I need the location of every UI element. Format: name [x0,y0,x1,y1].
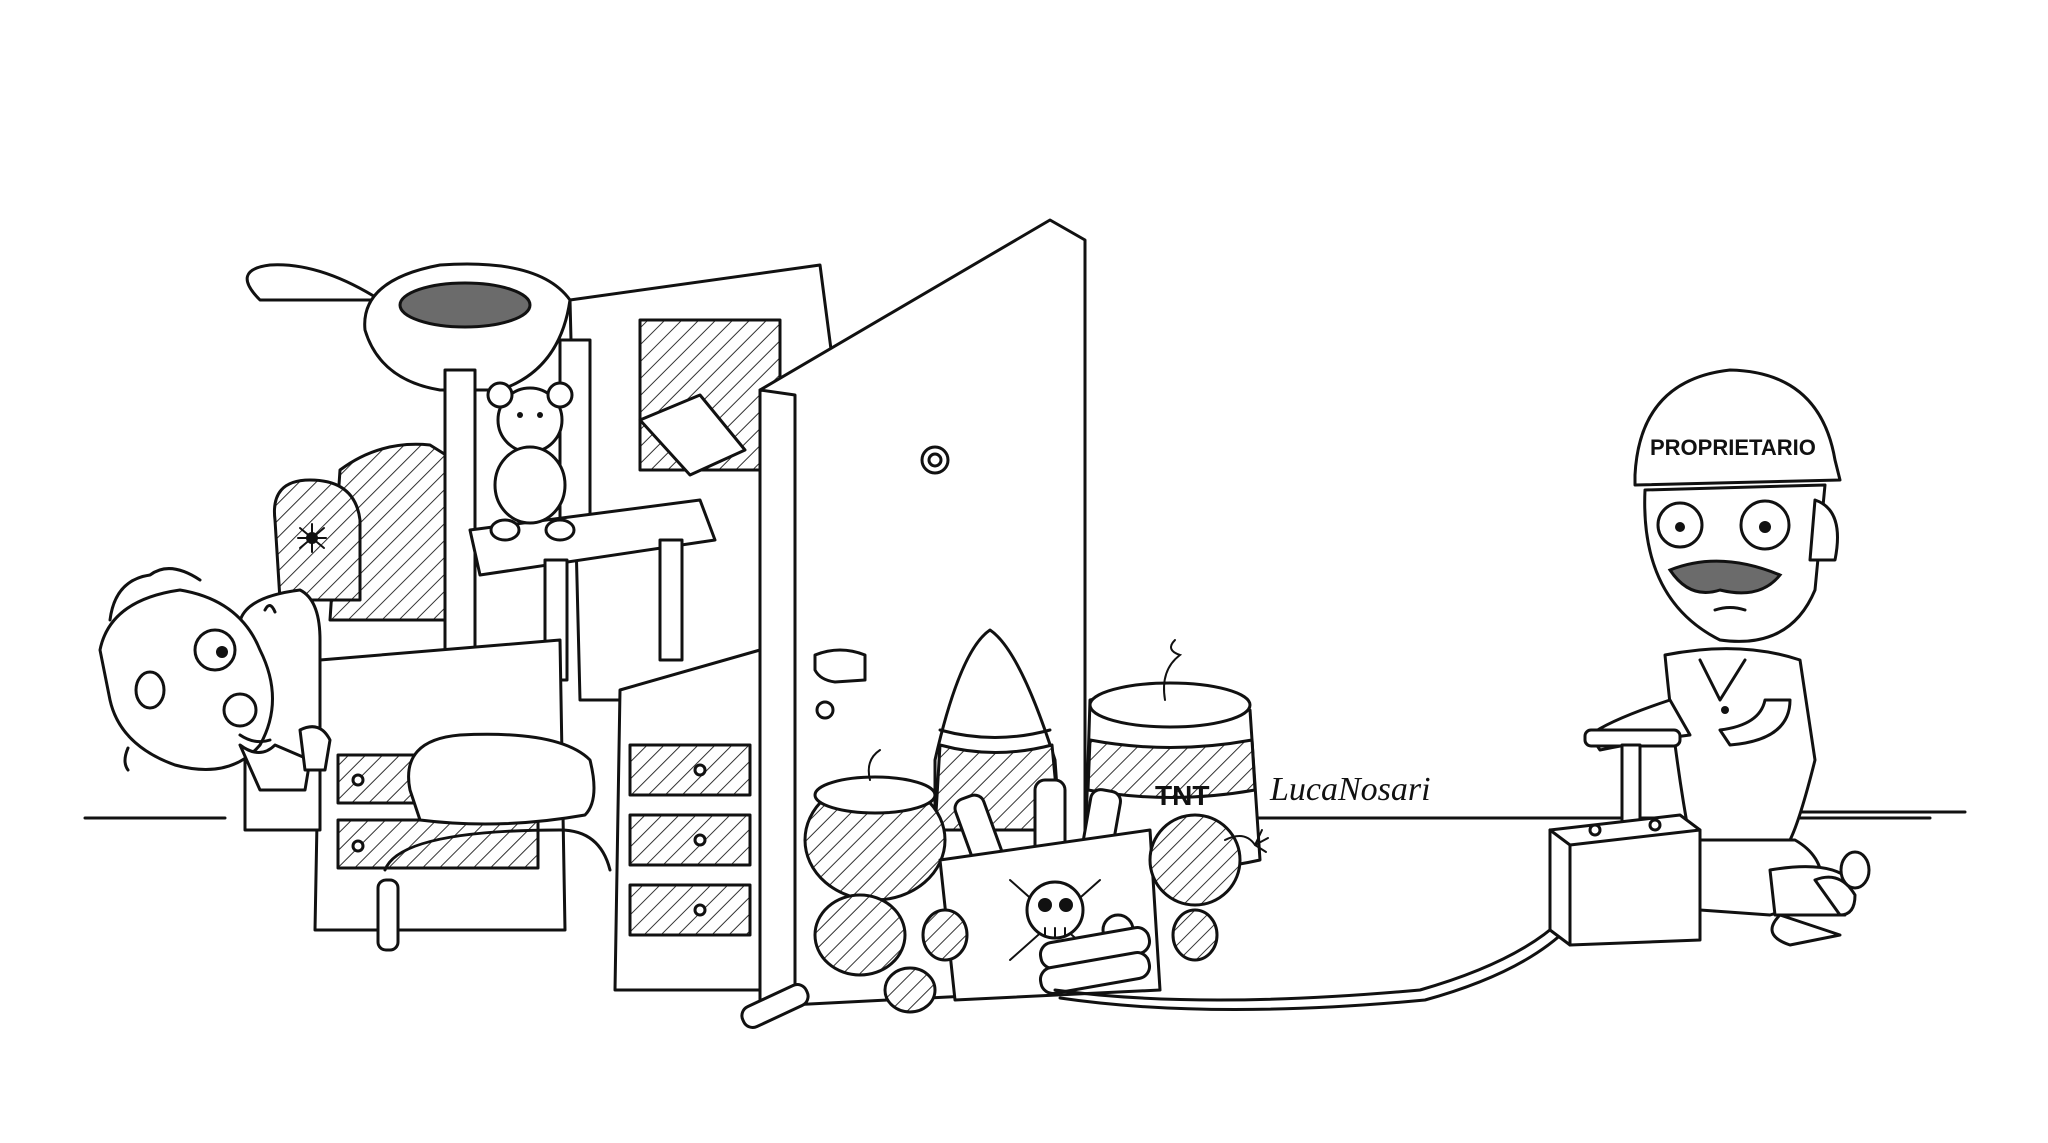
detonator-plunger [1548,728,1702,947]
pillow [376,732,612,952]
skull-crossbones-icon [1009,879,1101,961]
owner-character: PROPRIETARIO [1588,368,1871,947]
artist-signature: LucaNosari [1269,771,1431,808]
explosives-pile: TNT [740,628,1269,1029]
crate-label: TNT [1155,780,1209,811]
bomb-left [803,749,947,902]
helmet-label: PROPRIETARIO [1650,435,1816,460]
chest-of-drawers-right [613,648,767,992]
tenant-character [98,567,332,832]
toilet [245,262,572,392]
spider-icon [297,523,327,553]
bomb-right [1148,813,1269,907]
fuse-spark-icon [1254,829,1269,853]
headboard-panel [272,478,362,602]
dynamite-sticks [740,926,1152,1029]
teddy-bear [486,381,576,542]
